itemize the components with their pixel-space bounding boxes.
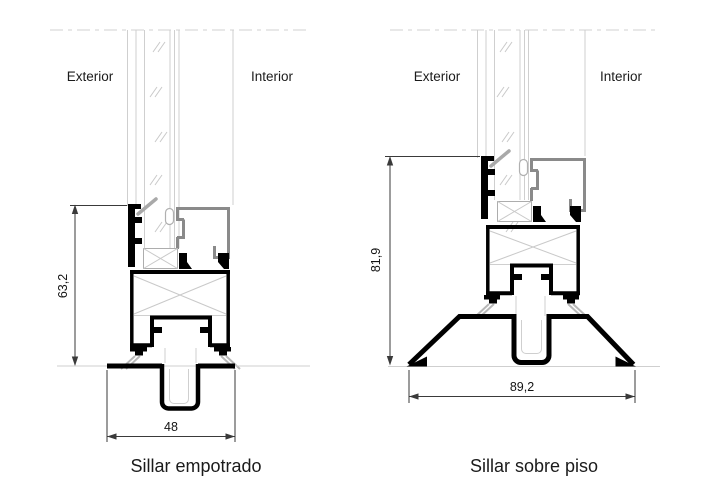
glass-hatch-marks — [149, 41, 168, 233]
sash-profile — [176, 207, 230, 259]
figure-right-geometry — [385, 29, 660, 403]
channel-liner — [521, 320, 542, 354]
glass-pane-lines — [477, 30, 586, 200]
right-interior-label: Interior — [599, 69, 643, 84]
gasket-lever — [489, 149, 511, 168]
sill-body-walls — [130, 270, 230, 347]
frame-profile — [481, 156, 495, 219]
setting-block-cross — [143, 248, 178, 269]
left-height-dimension-label: 63,2 — [56, 273, 70, 299]
expansion-anchors — [120, 355, 241, 370]
setting-block — [143, 248, 178, 269]
ramp-foot-left — [406, 356, 427, 367]
gasket-pill — [518, 158, 529, 177]
ramp-foot-right — [615, 356, 636, 367]
setting-block — [497, 201, 532, 222]
clip-teeth — [154, 327, 208, 333]
ramp-profile — [407, 314, 636, 367]
expansion-anchors — [475, 303, 587, 317]
setting-block-cross — [497, 201, 532, 222]
right-height-dimension-label: 81,9 — [369, 247, 383, 273]
drain-tongue-lines — [515, 296, 546, 316]
left-exterior-label: Exterior — [66, 69, 114, 84]
gasket-lever — [136, 197, 158, 216]
clip-teeth — [514, 274, 549, 280]
dimension-lines-left — [70, 204, 236, 442]
clip-profile — [150, 315, 212, 347]
frame-profile — [128, 204, 142, 267]
figure-left-geometry — [50, 29, 310, 442]
dimension-lines-right — [385, 156, 636, 403]
drain-tongue-lines — [164, 348, 197, 363]
right-width-dimension-label: 89,2 — [509, 380, 535, 394]
sill-body-cross — [489, 230, 577, 264]
left-width-dimension-label: 48 — [164, 420, 178, 434]
right-figure-caption: Sillar sobre piso — [469, 456, 599, 476]
left-interior-label: Interior — [250, 69, 294, 84]
glass-pane-lines — [127, 30, 234, 248]
sash-hooks — [179, 253, 229, 269]
sill-body-cross — [133, 275, 227, 315]
anchor-feet — [130, 347, 231, 356]
gasket-pill — [164, 207, 175, 226]
right-exterior-label: Exterior — [413, 69, 461, 84]
channel-liner — [169, 369, 189, 404]
anchor-feet — [484, 295, 579, 304]
left-figure-caption: Sillar empotrado — [130, 456, 262, 476]
embedded-channel — [159, 364, 201, 411]
clip-profile — [510, 263, 553, 295]
sash-profile — [530, 158, 586, 212]
sill-body-walls — [486, 225, 580, 295]
floor-bars — [107, 363, 235, 369]
sash-hooks — [533, 206, 581, 222]
